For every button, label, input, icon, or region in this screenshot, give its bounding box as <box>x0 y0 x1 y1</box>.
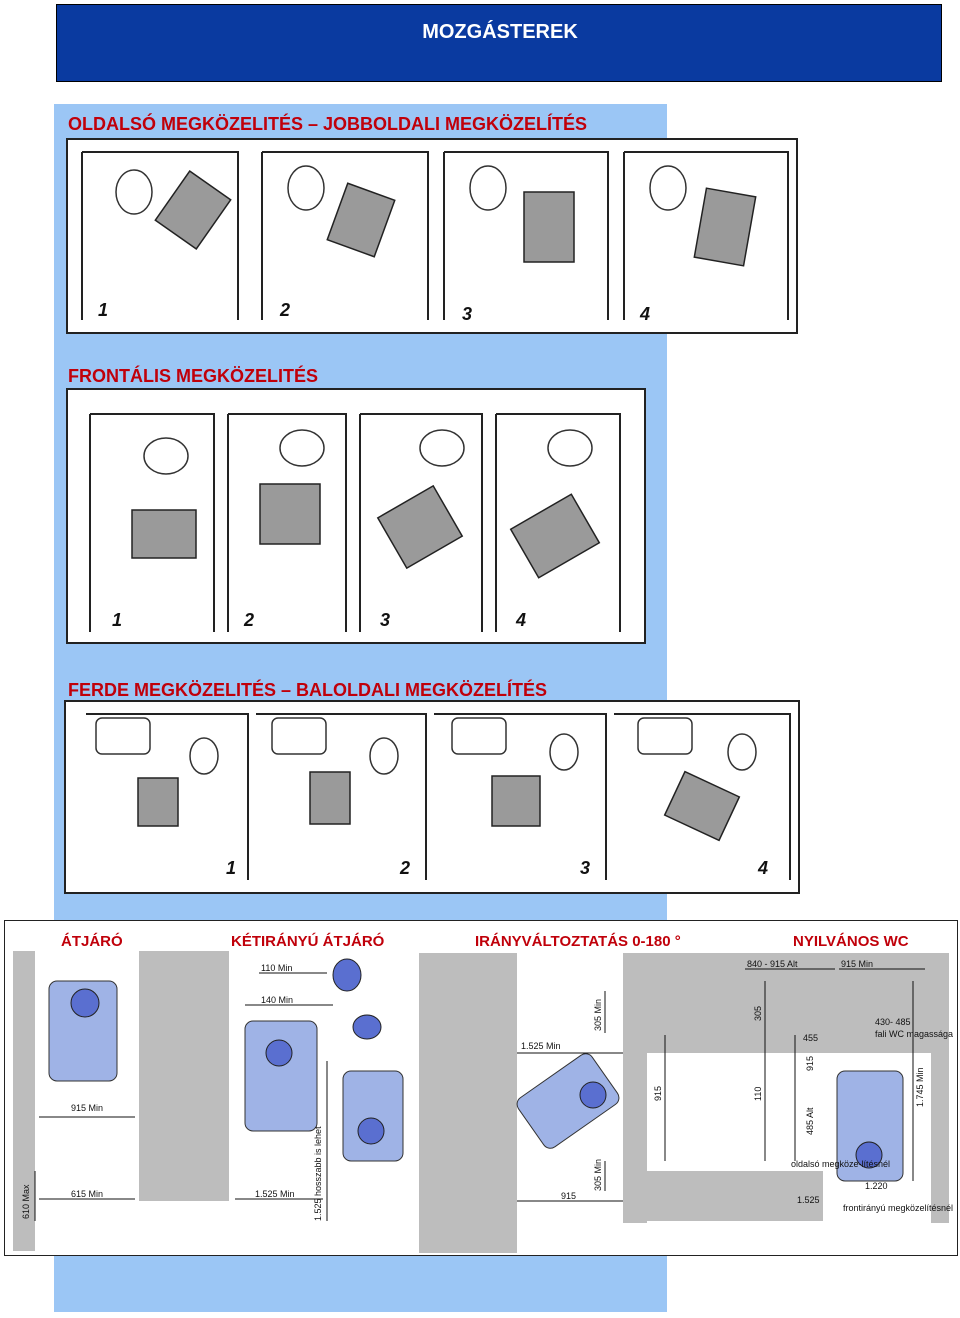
panel-side-approach: 1 2 3 4 <box>66 138 798 334</box>
dim-wc-1525: 1.525 <box>797 1195 820 1205</box>
dim-wc-915: 915 <box>805 1056 815 1071</box>
side-approach-illustration: 1 2 3 4 <box>81 151 789 324</box>
section-title-oblique: FERDE MEGKÖZELITÉS – BALOLDALI MEGKÖZELÍ… <box>68 680 548 700</box>
dim-wc-305: 305 <box>753 1006 763 1021</box>
dim-passage-depth: 610 Max <box>21 1184 31 1219</box>
clearance-illustration: 915 Min 615 Min 610 Max 110 Min 140 Min … <box>13 951 953 1253</box>
step-number: 2 <box>243 610 254 630</box>
step-number: 4 <box>515 610 526 630</box>
panel-clearance-diagrams: ÁTJÁRÓ KÉTIRÁNYÚ ÁTJÁRÓ IRÁNYVÁLTOZTATÁS… <box>4 920 958 1256</box>
dim-turn-305b: 305 Min <box>593 1159 603 1191</box>
step-number: 3 <box>462 304 472 324</box>
dim-passage-width: 915 Min <box>71 1103 103 1113</box>
title-two-way-passage: KÉTIRÁNYÚ ÁTJÁRÓ <box>231 933 385 950</box>
dim-wc-485: 485 Alt <box>805 1107 815 1135</box>
label-wc-side: oldalsó megköze-lítésnél <box>791 1159 890 1169</box>
dim-turn-915: 915 <box>653 1086 663 1101</box>
step-number: 3 <box>380 610 390 630</box>
label-wc-front: frontirányú megközelítésnél <box>843 1203 953 1213</box>
oblique-approach-illustration: 1 2 3 4 <box>86 713 791 880</box>
dim-wc-455: 455 <box>803 1033 818 1043</box>
title-passage: ÁTJÁRÓ <box>61 933 123 950</box>
dim-two-way-vertical: 1.525 hosszabb is lehet <box>313 1126 323 1221</box>
step-number: 3 <box>580 858 590 878</box>
dim-turn-1525: 1.525 Min <box>521 1041 561 1051</box>
step-number: 2 <box>399 858 410 878</box>
title-public-wc: NYILVÁNOS WC <box>793 933 909 950</box>
dim-wc-1220: 1.220 <box>865 1181 888 1191</box>
step-number: 2 <box>279 300 290 320</box>
dim-140: 140 Min <box>261 995 293 1005</box>
step-number: 4 <box>639 304 650 324</box>
dim-turn-305a: 305 Min <box>593 999 603 1031</box>
panel-front-approach: 1 2 3 4 <box>66 388 646 644</box>
front-approach-illustration: 1 2 3 4 <box>89 413 621 632</box>
dim-turn-915-width: 915 <box>561 1191 576 1201</box>
page-title: MOZGÁSTEREK <box>422 21 578 43</box>
step-number: 1 <box>226 858 236 878</box>
title-turning: IRÁNYVÁLTOZTATÁS 0-180 ° <box>475 933 681 950</box>
dim-two-way-1525: 1.525 Min <box>255 1189 295 1199</box>
dim-wc-top1: 840 - 915 Alt <box>747 959 798 969</box>
section-title-front: FRONTÁLIS MEGKÖZELITÉS <box>68 366 318 386</box>
dim-wc-430: 430- 485 <box>875 1017 911 1027</box>
panel-oblique-approach: 1 2 3 4 <box>64 700 800 894</box>
dim-wc-top2: 915 Min <box>841 959 873 969</box>
section-title-side: OLDALSÓ MEGKÖZELITÉS – JOBBOLDALI MEGKÖZ… <box>68 114 588 134</box>
dim-wc-110: 110 <box>753 1087 763 1101</box>
step-number: 1 <box>98 300 108 320</box>
header-banner: MOZGÁSTEREK <box>56 4 942 82</box>
step-number: 1 <box>112 610 122 630</box>
dim-passage-width-2: 615 Min <box>71 1189 103 1199</box>
label-wc-height: fali WC magassága <box>875 1029 953 1039</box>
step-number: 4 <box>757 858 768 878</box>
dim-wc-1745: 1.745 Min <box>915 1067 925 1107</box>
dim-110: 110 Min <box>261 963 292 973</box>
